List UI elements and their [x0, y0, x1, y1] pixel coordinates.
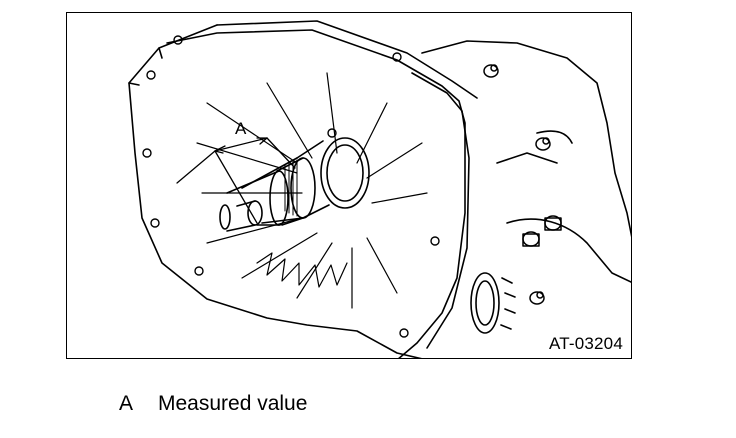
seal-fitting [470, 272, 500, 334]
transmission-housing-drawing [128, 20, 631, 358]
legend-key: A [119, 392, 134, 415]
dimension-a-label: A [235, 119, 247, 138]
legend: A Measured value [119, 392, 307, 416]
flange-bolt-holes [142, 35, 440, 338]
figure-code: AT-03204 [548, 334, 623, 353]
serrated-ring [256, 252, 348, 288]
input-shaft [219, 137, 370, 232]
clutch-housing-top-edge [216, 20, 478, 99]
rear-case-outline [421, 40, 631, 238]
clutch-housing-outline [128, 24, 422, 358]
figure-frame: A AT-03204 [66, 12, 632, 359]
legend-text: Measured value [158, 392, 308, 415]
case-bolts [483, 64, 562, 305]
dimension-a-lines [176, 137, 296, 224]
